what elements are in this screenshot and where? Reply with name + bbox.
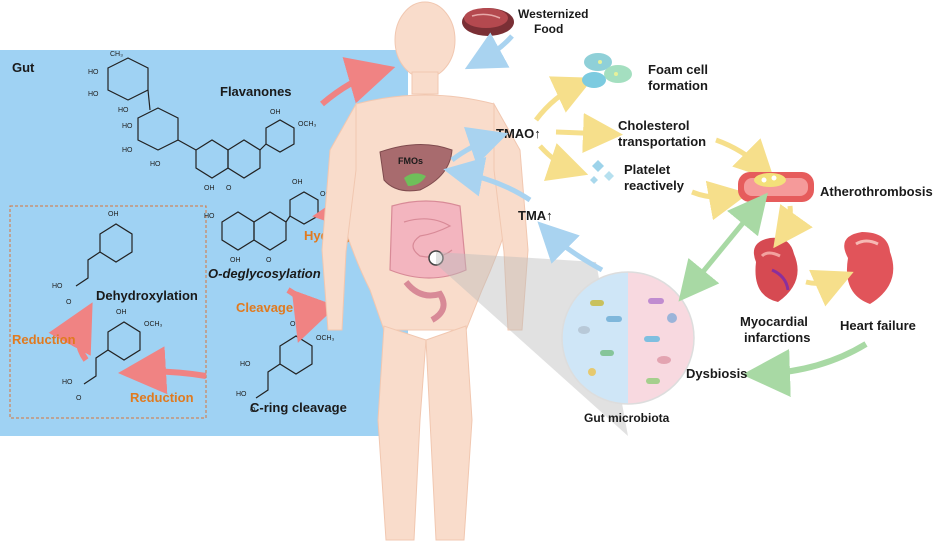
reduction-box xyxy=(9,205,207,419)
svg-text:HO: HO xyxy=(122,123,133,130)
arrow-reduction-lower xyxy=(118,346,207,395)
label-foam-cell-2: formation xyxy=(648,78,708,93)
svg-text:O: O xyxy=(66,299,72,306)
label-o-deglycosylation: O-deglycosylation xyxy=(208,266,321,281)
svg-text:O: O xyxy=(266,257,272,264)
label-heart-failure: Heart failure xyxy=(840,318,916,333)
svg-text:OH: OH xyxy=(290,321,301,328)
arrow-cleavage xyxy=(286,287,337,343)
platelet-icon xyxy=(590,160,614,184)
svg-text:OH: OH xyxy=(292,179,303,186)
label-fmos: FMOs xyxy=(398,156,423,166)
arrow-platelet-athero xyxy=(691,180,749,221)
label-c-ring-cleavage: C-ring cleavage xyxy=(250,400,347,415)
arrow-myocardial-failure xyxy=(805,269,854,307)
svg-text:HO: HO xyxy=(62,379,73,386)
label-myocardial-1: Myocardial xyxy=(740,314,808,329)
svg-text:HO: HO xyxy=(88,91,99,98)
gut-panel-title: Gut xyxy=(12,60,35,75)
svg-text:O: O xyxy=(76,395,82,402)
artery-icon xyxy=(738,172,814,202)
svg-text:HO: HO xyxy=(204,213,215,220)
heart-icon-myocardial xyxy=(753,237,798,302)
svg-text:OH: OH xyxy=(204,185,215,192)
gut-microbiota-circle xyxy=(561,271,695,405)
dehydroxylation-product-structure xyxy=(75,223,133,287)
svg-text:OH: OH xyxy=(108,211,119,218)
arrow-tmao-platelet xyxy=(538,143,589,182)
label-flavanones: Flavanones xyxy=(220,84,292,99)
svg-text:CH₃: CH₃ xyxy=(110,51,123,58)
label-platelet-1: Platelet xyxy=(624,162,671,177)
label-tmao: TMAO↑ xyxy=(496,126,541,141)
reduction-product-labels: OH OCH₃ HO O xyxy=(62,309,163,402)
arrow-failure-dysbiosis xyxy=(742,341,868,397)
svg-text:HO: HO xyxy=(122,147,133,154)
label-tma: TMA↑ xyxy=(518,208,553,223)
label-dehydroxylation: Dehydroxylation xyxy=(96,288,198,303)
svg-text:HO: HO xyxy=(240,361,251,368)
label-foam-cell-1: Foam cell xyxy=(648,62,708,77)
svg-text:O: O xyxy=(250,407,256,414)
arrow-tma-to-liver xyxy=(443,157,532,203)
step-reduction-left: Reduction xyxy=(12,332,76,347)
label-food: Food xyxy=(534,22,563,36)
label-dysbiosis: Dysbiosis xyxy=(686,366,747,381)
arrow-reduction-upper xyxy=(48,302,93,362)
arrow-tmao-foam xyxy=(534,76,594,122)
step-reduction-bottom: Reduction xyxy=(130,390,194,405)
svg-text:OH: OH xyxy=(116,309,127,316)
svg-text:OCH₃: OCH₃ xyxy=(298,121,317,128)
arrow-food-to-body xyxy=(464,32,514,70)
flavanone-structure xyxy=(107,57,295,179)
arrow-cholesterol-athero xyxy=(715,137,775,181)
step-cleavage: Cleavage xyxy=(236,300,293,315)
svg-text:HO: HO xyxy=(52,283,63,290)
heart-icon-failure xyxy=(844,232,894,304)
liver xyxy=(379,143,453,192)
arrow-athero-microbiota xyxy=(678,192,768,302)
svg-text:OH: OH xyxy=(230,257,241,264)
label-cholesterol-1: Cholesterol xyxy=(618,118,690,133)
svg-text:HO: HO xyxy=(150,161,161,168)
label-platelet-2: reactively xyxy=(624,178,685,193)
arrow-flavanones-to-body xyxy=(320,57,396,107)
svg-text:OCH₃: OCH₃ xyxy=(144,321,163,328)
label-atherothrombosis: Atherothrombosis xyxy=(820,184,933,199)
meat-icon xyxy=(462,8,514,36)
svg-text:HO: HO xyxy=(88,69,99,76)
label-cholesterol-2: transportation xyxy=(618,134,706,149)
arrow-liver-to-tmao xyxy=(450,126,509,165)
arrow-athero-heart xyxy=(773,204,813,249)
svg-text:HO: HO xyxy=(236,391,247,398)
arrow-microbiota-to-tma xyxy=(537,221,604,273)
foam-cell-icon xyxy=(582,53,632,88)
label-westernized: Westernized xyxy=(518,7,588,21)
flavanone-labels: CH₃ HO HO HO HO HO HO OH OCH₃ OH O xyxy=(88,51,317,192)
label-gut-microbiota: Gut microbiota xyxy=(584,411,670,425)
intestines xyxy=(389,200,467,323)
label-myocardial-2: infarctions xyxy=(744,330,810,345)
svg-text:OCH₃: OCH₃ xyxy=(316,335,335,342)
arrow-tmao-cholesterol xyxy=(555,113,623,154)
magnifier-point xyxy=(428,250,444,266)
svg-text:OH: OH xyxy=(270,109,281,116)
svg-text:HO: HO xyxy=(118,107,129,114)
svg-text:O: O xyxy=(226,185,232,192)
